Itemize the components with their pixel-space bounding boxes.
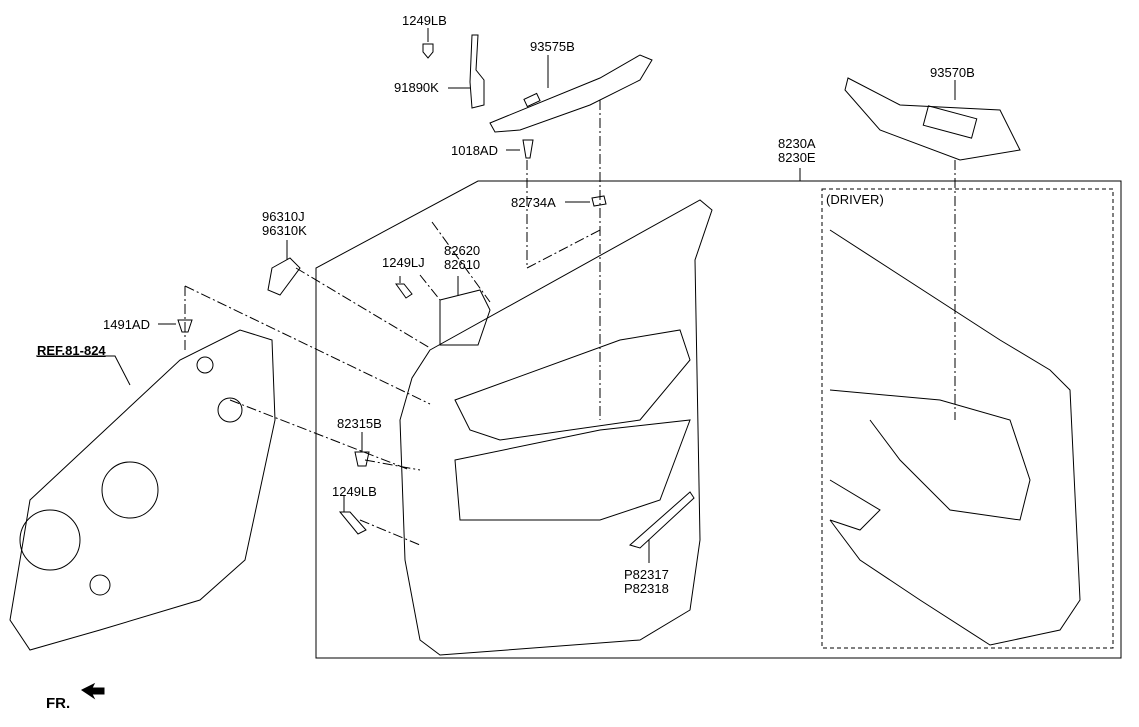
screw-1249lb-bottom: [338, 511, 367, 535]
label-1249lb-bottom: 1249LB: [332, 484, 377, 499]
label-96310j: 96310J: [262, 209, 305, 224]
label-82315b: 82315B: [337, 416, 382, 431]
assembly-frame: [315, 180, 1122, 659]
door-trim-panel: [399, 199, 713, 656]
label-1491ad: 1491AD: [103, 317, 150, 332]
label-p82317: P82317: [624, 567, 669, 582]
clip-82734a: [591, 195, 607, 207]
label-1018ad: 1018AD: [451, 143, 498, 158]
clip-82315b: [354, 451, 370, 467]
speaker-bracket: [267, 257, 301, 296]
label-ref-81-824[interactable]: REF.81-824: [37, 343, 106, 358]
inner-handle: [439, 289, 491, 346]
front-arrow-icon: [81, 682, 105, 700]
label-91890k: 91890K: [394, 80, 439, 95]
label-93575b: 93575B: [530, 39, 575, 54]
label-82620: 82620: [444, 243, 481, 258]
switch-bezel-93570b: [844, 77, 1021, 161]
label-1249lj: 1249LJ: [382, 255, 425, 270]
wiring-91890k: [469, 34, 485, 109]
label-driver: (DRIVER): [826, 192, 884, 207]
label-82734a: 82734A: [511, 195, 556, 210]
clip-1491ad: [177, 319, 193, 333]
switch-bezel-93575b: [489, 54, 653, 133]
driver-door-trim: [829, 229, 1081, 646]
label-93570b: 93570B: [930, 65, 975, 80]
screw-1018ad: [522, 139, 534, 159]
door-module-ref: [9, 329, 276, 651]
label-8230a: 8230A: [778, 136, 816, 151]
label-96310k: 96310K: [262, 223, 307, 238]
screw-1249lb-top: [422, 43, 434, 59]
screw-1249lj: [395, 283, 413, 299]
label-8230e: 8230E: [778, 150, 816, 165]
pad-p82317: [628, 491, 695, 549]
label-1249lb-top: 1249LB: [402, 13, 447, 28]
label-front: FR.: [46, 695, 71, 712]
driver-dashed-box: [821, 188, 1114, 649]
label-82610: 82610: [444, 257, 481, 272]
label-p82318: P82318: [624, 581, 669, 596]
